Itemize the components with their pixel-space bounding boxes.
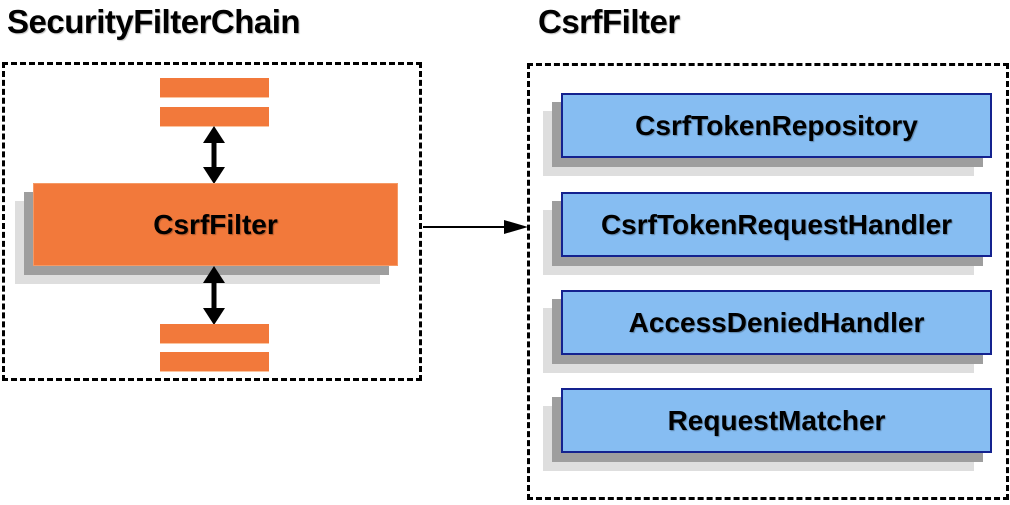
component-box-csrf-token-request-handler: CsrfTokenRequestHandler: [561, 192, 992, 257]
component-label: AccessDeniedHandler: [628, 306, 925, 338]
security-filter-chain-title: SecurityFilterChain: [7, 3, 301, 40]
delegates-to-arrow: [423, 220, 528, 234]
filter-placeholder-bar: [160, 352, 269, 372]
filter-placeholder-bar: [160, 107, 269, 127]
filter-placeholder-bar: [160, 78, 269, 98]
component-label: CsrfTokenRepository: [635, 109, 918, 141]
bidirectional-arrow-bottom: [203, 266, 225, 325]
bidirectional-arrow-top: [203, 126, 225, 184]
component-box-request-matcher: RequestMatcher: [561, 388, 992, 453]
component-label: RequestMatcher: [667, 404, 886, 436]
csrf-filter-node-label: CsrfFilter: [153, 208, 278, 240]
csrf-filter-node: CsrfFilter: [33, 183, 398, 266]
filter-placeholder-bar: [160, 324, 269, 344]
csrf-filter-panel: [527, 63, 1009, 500]
component-box-csrf-token-repository: CsrfTokenRepository: [561, 93, 992, 158]
component-label: CsrfTokenRequestHandler: [600, 208, 953, 240]
component-box-access-denied-handler: AccessDeniedHandler: [561, 290, 992, 355]
security-filter-chain-panel: [2, 62, 422, 381]
csrf-filter-title: CsrfFilter: [538, 3, 680, 40]
